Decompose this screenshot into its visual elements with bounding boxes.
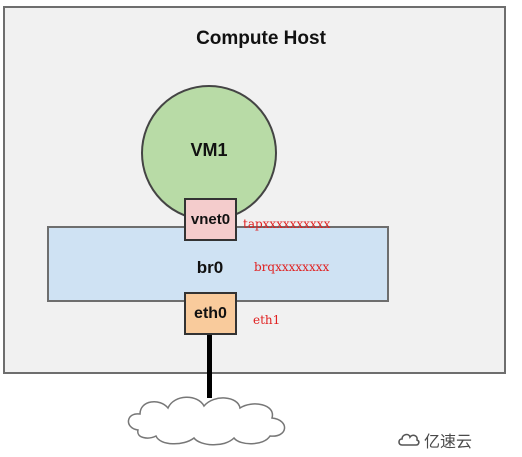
bridge-device-name: brqxxxxxxxx [254, 260, 330, 274]
eth-port-label: eth0 [194, 304, 227, 322]
vnet-port: vnet0 [184, 198, 237, 241]
compute-host-title: Compute Host [196, 28, 326, 49]
vnet-device-name: tapxxxxxxxxxx [243, 217, 331, 231]
vm-label: VM1 [190, 140, 228, 160]
network-cloud-icon [127, 396, 286, 446]
watermark: 亿速云 [398, 428, 472, 452]
eth-device-name: eth1 [253, 313, 281, 327]
vnet-port-label: vnet0 [190, 211, 231, 228]
watermark-text: 亿速云 [424, 434, 473, 451]
uplink-cable [207, 335, 212, 398]
cloud-logo-icon [398, 433, 420, 446]
bridge-label: br0 [196, 258, 224, 277]
eth-port: eth0 [184, 292, 237, 335]
